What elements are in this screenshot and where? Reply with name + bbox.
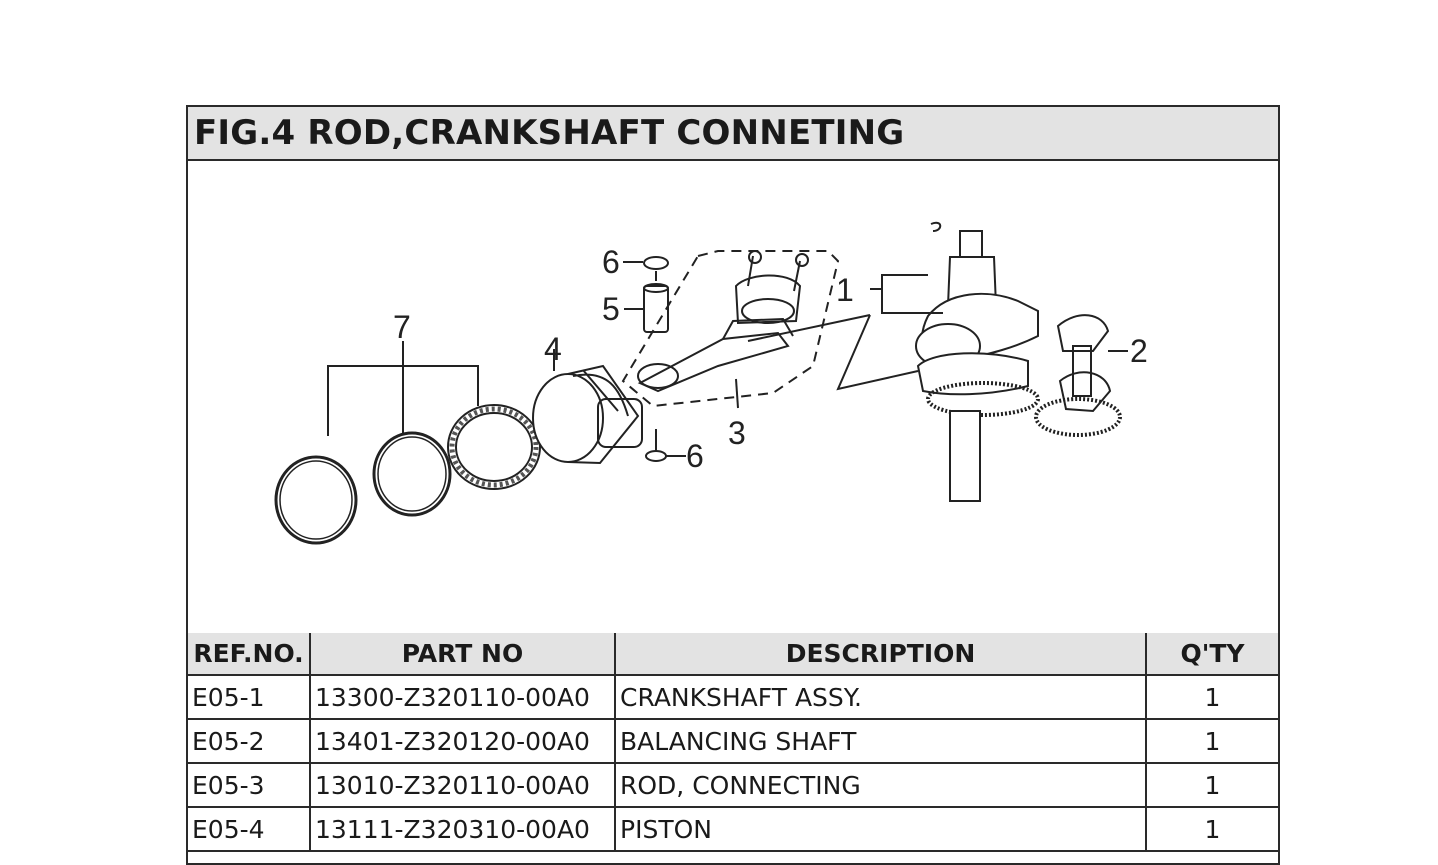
ref-no-cell: E05-3 xyxy=(188,762,311,808)
parts-table: REF.NO. PART NO DESCRIPTION Q'TY E05-1 1… xyxy=(188,633,1278,852)
part-no-cell: 13111-Z320310-00A0 xyxy=(309,806,616,852)
qty-cell: 1 xyxy=(1145,806,1278,852)
callout-1: 1 xyxy=(836,272,854,308)
callout-6-bottom: 6 xyxy=(686,438,704,474)
header-part-no: PART NO xyxy=(309,633,616,676)
callout-2: 2 xyxy=(1130,333,1148,369)
part-no-cell: 13300-Z320110-00A0 xyxy=(309,674,616,720)
description-cell: PISTON xyxy=(614,806,1147,852)
part-no-cell: 13401-Z320120-00A0 xyxy=(309,718,616,764)
piston-pin-drawing xyxy=(623,256,686,462)
exploded-parts-diagram: 1 2 3 4 5 6 6 7 xyxy=(188,161,1278,633)
part-no-cell: 13010-Z320110-00A0 xyxy=(309,762,616,808)
qty-cell: 1 xyxy=(1145,674,1278,720)
parts-figure-sheet: FIG.4 ROD,CRANKSHAFT CONNETING xyxy=(186,105,1280,865)
ref-no-cell: E05-1 xyxy=(188,674,311,720)
qty-cell: 1 xyxy=(1145,762,1278,808)
callout-6-top: 6 xyxy=(602,244,620,280)
balancing-shaft-drawing xyxy=(1034,314,1128,437)
figure-title: FIG.4 ROD,CRANKSHAFT CONNETING xyxy=(194,113,905,153)
piston-drawing xyxy=(532,349,643,465)
figure-title-bar: FIG.4 ROD,CRANKSHAFT CONNETING xyxy=(188,107,1278,161)
table-row: E05-2 13401-Z320120-00A0 BALANCING SHAFT… xyxy=(188,718,1278,764)
description-cell: CRANKSHAFT ASSY. xyxy=(614,674,1147,720)
ref-no-cell: E05-4 xyxy=(188,806,311,852)
header-description: DESCRIPTION xyxy=(614,633,1147,676)
piston-rings-drawing xyxy=(274,341,541,545)
description-cell: ROD, CONNECTING xyxy=(614,762,1147,808)
header-qty: Q'TY xyxy=(1145,633,1278,676)
header-ref-no: REF.NO. xyxy=(188,633,311,676)
description-cell: BALANCING SHAFT xyxy=(614,718,1147,764)
qty-cell: 1 xyxy=(1145,718,1278,764)
crankshaft-drawing xyxy=(747,221,1040,502)
parts-table-header: REF.NO. PART NO DESCRIPTION Q'TY xyxy=(188,633,1278,676)
ref-no-cell: E05-2 xyxy=(188,718,311,764)
table-row: E05-1 13300-Z320110-00A0 CRANKSHAFT ASSY… xyxy=(188,674,1278,720)
callout-5: 5 xyxy=(602,291,620,327)
table-row: E05-4 13111-Z320310-00A0 PISTON 1 xyxy=(188,806,1278,852)
callout-4: 4 xyxy=(544,331,562,367)
connecting-rod-drawing xyxy=(621,250,840,409)
callout-3: 3 xyxy=(728,415,746,451)
table-row: E05-3 13010-Z320110-00A0 ROD, CONNECTING… xyxy=(188,762,1278,808)
callout-7: 7 xyxy=(393,309,411,345)
